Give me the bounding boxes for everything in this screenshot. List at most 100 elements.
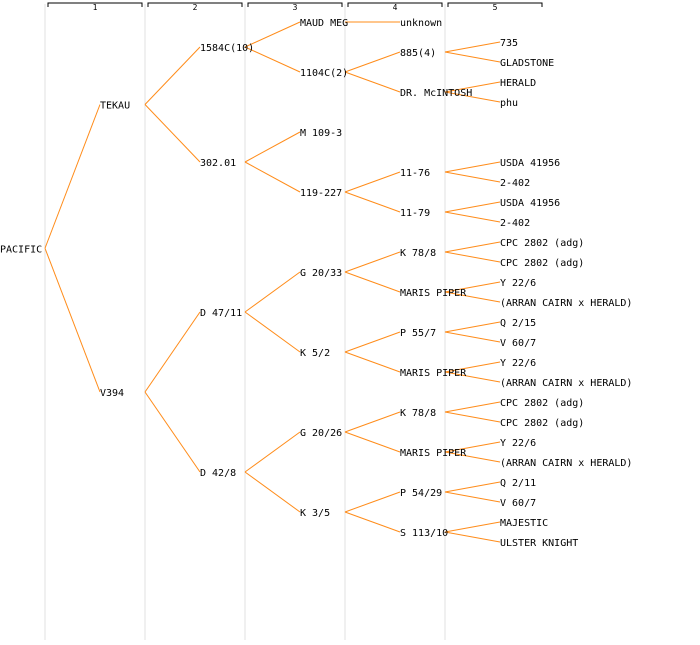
pedigree-node-label: USDA 41956 [500, 198, 560, 209]
pedigree-node-label: MAUD MEG [300, 18, 348, 29]
pedigree-node-label: Y 22/6 [500, 438, 536, 449]
pedigree-node-label: 1584C(10) [200, 43, 254, 54]
pedigree-node-label: K 78/8 [400, 248, 436, 259]
pedigree-node-label: Q 2/15 [500, 318, 536, 329]
pedigree-node-label: CPC 2802 (adg) [500, 238, 584, 249]
pedigree-node-label: ULSTER KNIGHT [500, 538, 578, 549]
generation-header: 3 [293, 3, 298, 12]
pedigree-node-label: 735 [500, 38, 518, 49]
pedigree-node-label: V 60/7 [500, 338, 536, 349]
generation-bracket [47, 2, 143, 7]
parent-link [444, 411, 501, 423]
pedigree-node-label: MARIS PIPER [400, 368, 467, 379]
generation-header: 1 [93, 3, 98, 12]
pedigree-node-label: 119-227 [300, 188, 342, 199]
pedigree-node-label: D 47/11 [200, 308, 242, 319]
pedigree-node-label: unknown [400, 18, 442, 29]
generation-header: 4 [393, 3, 398, 12]
parent-link [444, 371, 501, 383]
pedigree-node-label: Y 22/6 [500, 358, 536, 369]
parent-link [344, 51, 401, 73]
parent-link [344, 411, 401, 433]
parent-link [244, 21, 301, 48]
parent-link [244, 311, 301, 353]
parent-link [444, 361, 501, 373]
pedigree-node-label: 11-79 [400, 208, 430, 219]
pedigree-node-label: MAJESTIC [500, 518, 548, 529]
pedigree-node-label: M 109-3 [300, 128, 342, 139]
parent-link [444, 81, 501, 93]
parent-link [444, 91, 501, 103]
pedigree-node-label: K 78/8 [400, 408, 436, 419]
generation-header: 5 [493, 3, 498, 12]
parent-link [244, 471, 301, 513]
parent-link [344, 271, 401, 293]
parent-link [444, 291, 501, 303]
parent-link [144, 311, 201, 393]
parent-link [444, 401, 501, 413]
pedigree-node-label: GLADSTONE [500, 58, 554, 69]
parent-link [44, 248, 101, 393]
parent-link [444, 41, 501, 53]
parent-link [444, 441, 501, 453]
pedigree-node-label: (ARRAN CAIRN x HERALD) [500, 298, 632, 309]
pedigree-node-label: CPC 2802 (adg) [500, 398, 584, 409]
pedigree-node-label: MARIS PIPER [400, 288, 467, 299]
parent-link [344, 191, 401, 213]
pedigree-node-label: G 20/33 [300, 268, 342, 279]
parent-link [144, 104, 201, 163]
pedigree-node-label: S 113/10 [400, 528, 448, 539]
pedigree-node-label: (ARRAN CAIRN x HERALD) [500, 378, 632, 389]
generation-headers: 1 2 3 4 5 [47, 2, 543, 12]
pedigree-node-label: V 60/7 [500, 498, 536, 509]
pedigree-node-label: phu [500, 98, 518, 109]
parent-link [244, 131, 301, 163]
parent-link [444, 171, 501, 183]
pedigree-node-label: D 42/8 [200, 468, 236, 479]
parent-link [344, 331, 401, 353]
pedigree-node-label: MARIS PIPER [400, 448, 467, 459]
parent-link [244, 271, 301, 313]
parent-link [344, 431, 401, 453]
pedigree-node-label: 2-402 [500, 218, 530, 229]
pedigree-node-label: 1104C(2) [300, 68, 348, 79]
generation-bracket [247, 2, 343, 7]
pedigree-node-label: 11-76 [400, 168, 430, 179]
pedigree-node-label: HERALD [500, 78, 536, 89]
parent-link [444, 321, 501, 333]
parent-link [444, 451, 501, 463]
parent-link [444, 51, 501, 63]
parent-link [444, 201, 501, 213]
parent-link [444, 491, 501, 503]
parent-link [244, 431, 301, 473]
parent-link [444, 521, 501, 533]
pedigree-node-label: P 55/7 [400, 328, 436, 339]
parent-link [444, 481, 501, 493]
parent-link [44, 104, 101, 249]
generation-bracket [347, 2, 443, 7]
pedigree-node-label: TEKAU [100, 101, 130, 112]
generation-bracket [147, 2, 243, 7]
parent-link [444, 241, 501, 253]
pedigree-node-label: USDA 41956 [500, 158, 560, 169]
generation-header: 2 [193, 3, 198, 12]
parent-link [244, 46, 301, 73]
pedigree-node-label: Q 2/11 [500, 478, 536, 489]
pedigree-node-label: K 3/5 [300, 508, 330, 519]
parent-link [344, 491, 401, 513]
tree-edges [44, 21, 501, 543]
pedigree-node-label: V394 [100, 388, 124, 399]
pedigree-node-label: DR. McINTOSH [400, 88, 472, 99]
column-grid [44, 4, 446, 640]
pedigree-node-label: 885(4) [400, 48, 436, 59]
parent-link [244, 161, 301, 193]
parent-link [444, 251, 501, 263]
parent-link [344, 511, 401, 533]
pedigree-node-label: G 20/26 [300, 428, 342, 439]
parent-link [344, 71, 401, 93]
generation-bracket [447, 2, 543, 7]
pedigree-node-label: CPC 2802 (adg) [500, 258, 584, 269]
